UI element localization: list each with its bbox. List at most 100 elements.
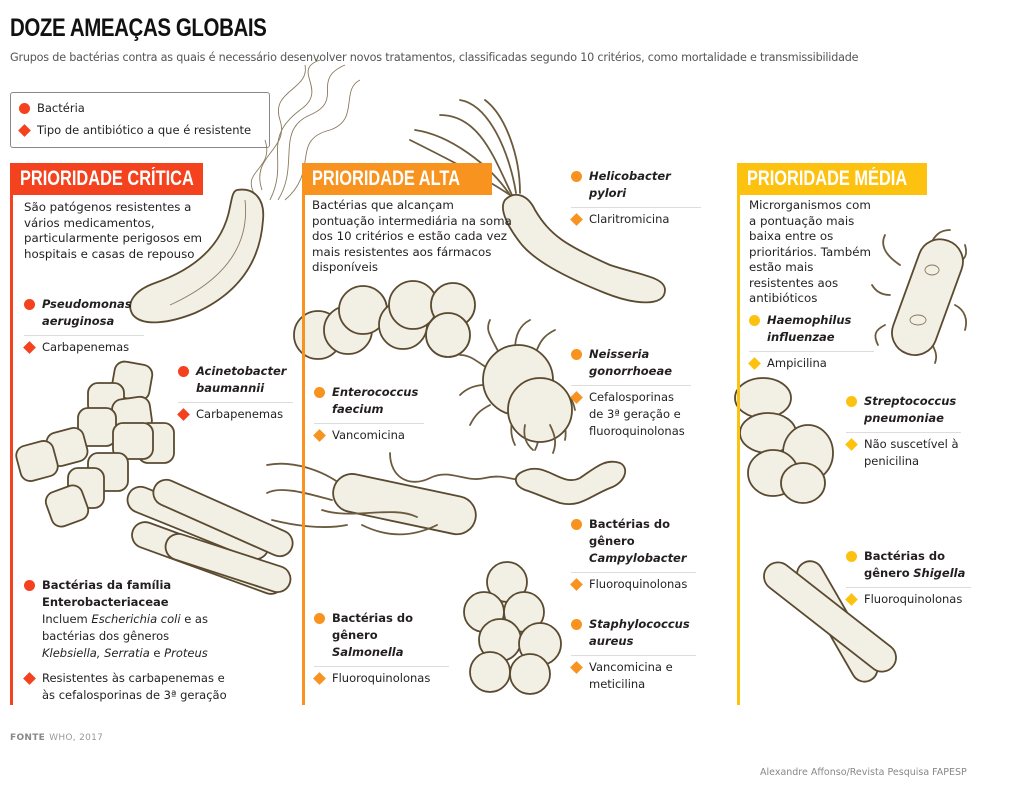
resistance-diamond-icon xyxy=(570,661,583,674)
note-genus: Serratia xyxy=(104,646,150,660)
medium-priority-rule xyxy=(737,195,740,705)
resistance-diamond-icon xyxy=(313,672,326,685)
critical-priority-title: PRIORIDADE CRÍTICA xyxy=(20,167,194,190)
note-text: Incluem xyxy=(42,612,92,626)
bacteria-enterococcus: Enterococcus faecium Vancomicina xyxy=(313,384,424,444)
pseudomonas-flagella-illustration xyxy=(250,59,361,201)
credit-line: Alexandre Affonso/Revista Pesquisa FAPES… xyxy=(760,767,967,778)
resistance-diamond-icon xyxy=(177,408,190,421)
bacteria-name: Helicobacter pylori xyxy=(589,169,671,200)
bacteria-name: Acinetobacter baumannii xyxy=(196,364,287,395)
resistance-value: Ampicilina xyxy=(767,356,827,370)
critical-priority-description: São patógenos resistentes a vários medic… xyxy=(24,200,203,261)
critical-priority-header: PRIORIDADE CRÍTICA xyxy=(10,163,203,195)
high-priority-description: Bactérias que alcançam pontuação interme… xyxy=(312,198,512,274)
bacteria-genus: Shigella xyxy=(913,566,966,580)
resistance-value: Claritromicina xyxy=(589,212,670,226)
bacteria-name: Bactérias do gênero xyxy=(332,611,413,642)
bacteria-dot-icon xyxy=(571,171,582,182)
staphylococcus-illustration xyxy=(463,561,562,695)
bacteria-dot-icon xyxy=(24,580,35,591)
bacteria-note: Incluem Escherichia coli e as bactérias … xyxy=(24,611,229,662)
bacteria-dot-icon xyxy=(571,519,582,530)
source-label: FONTE xyxy=(10,733,46,743)
resistance-value: Vancomicina xyxy=(332,428,405,442)
resistance-value: Cefalosporinas de 3ª geração e fluoroqui… xyxy=(589,390,685,438)
acinetobacter-illustration xyxy=(15,360,175,528)
note-genus: Proteus xyxy=(164,646,208,660)
bacteria-streptococcus: Streptococcus pneumoniae Não suscetível … xyxy=(845,393,961,470)
resistance-value: Vancomicina e meticilina xyxy=(589,660,673,691)
bacteria-shigella: Bactérias do gênero Shigella Fluoroquino… xyxy=(845,548,971,608)
high-priority-title: PRIORIDADE ALTA xyxy=(312,167,461,190)
salmonella-illustration xyxy=(266,462,477,536)
bacteria-dot-icon xyxy=(314,387,325,398)
resistance-diamond-icon xyxy=(570,578,583,591)
high-priority-rule xyxy=(302,195,305,705)
medium-priority-title: PRIORIDADE MÉDIA xyxy=(747,167,908,190)
resistance-value: Fluoroquinolonas xyxy=(589,577,688,591)
resistance-value: Carbapenemas xyxy=(42,340,130,354)
resistance-diamond-icon xyxy=(748,357,761,370)
resistance-diamond-icon xyxy=(23,341,36,354)
bacteria-haemophilus: Haemophilus influenzae Ampicilina xyxy=(748,312,874,372)
resistance-value: Não suscetível à penicilina xyxy=(864,437,959,468)
bacteria-name: Enterococcus faecium xyxy=(332,385,419,416)
bacteria-name: Streptococcus pneumoniae xyxy=(864,394,957,425)
resistance-diamond-icon xyxy=(570,391,583,404)
bacteria-helicobacter: Helicobacter pylori Claritromicina xyxy=(570,168,701,228)
legend-resistance-label: Tipo de antibiótico a que é resistente xyxy=(37,123,252,137)
medium-priority-header: PRIORIDADE MÉDIA xyxy=(737,163,927,195)
enterococcus-illustration xyxy=(293,280,476,360)
legend-box: Bactéria Tipo de antibiótico a que é res… xyxy=(10,92,270,148)
medium-priority-description: Microrganismos com a pontuação mais baix… xyxy=(749,198,872,305)
legend-resistance: Tipo de antibiótico a que é resistente xyxy=(18,123,252,137)
note-genus: Klebsiella, xyxy=(42,646,101,660)
page-subtitle: Grupos de bactérias contra as quais é ne… xyxy=(10,51,859,64)
resistance-diamond-icon xyxy=(845,438,858,451)
page-title: DOZE AMEAÇAS GLOBAIS xyxy=(10,14,267,42)
resistance-diamond-icon xyxy=(845,593,858,606)
resistance-diamond-icon xyxy=(18,123,31,137)
campylobacter-illustration xyxy=(389,452,627,506)
bacteria-dot-icon xyxy=(571,619,582,630)
bacteria-name: Neisseria gonorrhoeae xyxy=(589,347,673,378)
bacteria-name: Staphylococcus aureus xyxy=(589,617,690,648)
resistance-diamond-icon xyxy=(313,429,326,442)
bacteria-dot-icon xyxy=(178,366,189,377)
haemophilus-illustration xyxy=(871,229,968,364)
critical-priority-rule xyxy=(10,195,13,705)
bacteria-enterobacteriaceae: Bactérias da família Enterobacteriaceae … xyxy=(23,577,229,704)
bacteria-name: Haemophilus influenzae xyxy=(767,313,852,344)
bacteria-dot-icon xyxy=(749,315,760,326)
bacteria-dot-icon xyxy=(571,349,582,360)
source-value: WHO, 2017 xyxy=(49,733,104,743)
bacteria-dot-icon xyxy=(846,551,857,562)
bacteria-dot-icon xyxy=(19,102,30,114)
legend-bacteria: Bactéria xyxy=(19,101,85,115)
resistance-value: Carbapenemas xyxy=(196,407,284,421)
streptococcus-illustration xyxy=(734,377,834,504)
bacteria-salmonella: Bactérias do gênero Salmonella Fluoroqui… xyxy=(313,610,449,687)
resistance-value: Resistentes às carbapenemas e às cefalos… xyxy=(42,671,227,702)
resistance-value: Fluoroquinolonas xyxy=(864,592,963,606)
bacteria-pseudomonas: Pseudomonas aeruginosa Carbapenemas xyxy=(23,296,144,356)
enterobacteriaceae-illustration xyxy=(126,478,294,595)
bacteria-name: Pseudomonas aeruginosa xyxy=(42,297,132,328)
bacteria-dot-icon xyxy=(24,299,35,310)
high-priority-header: PRIORIDADE ALTA xyxy=(302,163,492,195)
legend-bacteria-label: Bactéria xyxy=(37,101,85,115)
note-text: e as bactérias dos gêneros xyxy=(42,612,208,643)
bacteria-name: Bactérias do gênero xyxy=(864,549,945,580)
bacteria-dot-icon xyxy=(314,613,325,624)
resistance-diamond-icon xyxy=(570,213,583,226)
bacteria-genus: Salmonella xyxy=(332,645,404,659)
bacteria-neisseria: Neisseria gonorrhoeae Cefalosporinas de … xyxy=(570,346,691,440)
neisseria-illustration xyxy=(459,319,576,454)
note-species: Escherichia coli xyxy=(91,612,181,626)
bacteria-name: Bactérias do gênero xyxy=(589,517,670,548)
note-text: e xyxy=(149,646,165,660)
shigella-illustration xyxy=(763,560,897,683)
